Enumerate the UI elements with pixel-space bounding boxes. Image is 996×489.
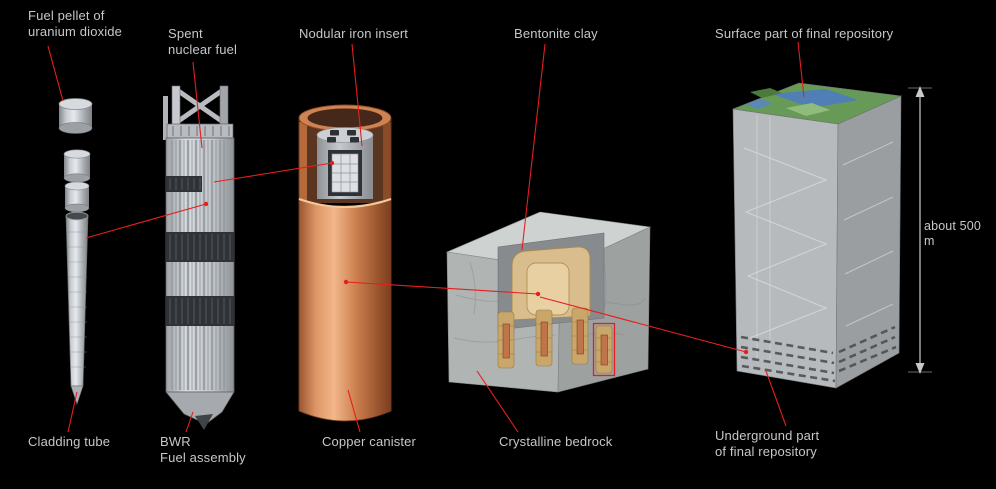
depth-arrow xyxy=(908,86,932,374)
label-copper-canister: Copper canister xyxy=(322,434,417,449)
label-spent-fuel: Spent nuclear fuel xyxy=(168,26,238,57)
label-cladding-tube: Cladding tube xyxy=(28,434,111,449)
connector-dots xyxy=(203,160,749,355)
surface-terrain-graphic xyxy=(731,82,903,125)
highlight-box xyxy=(592,322,616,377)
bedrock-graphic xyxy=(445,211,652,393)
label-bentonite: Bentonite clay xyxy=(514,26,598,41)
connector-lines xyxy=(47,41,805,433)
iron-insert-graphic xyxy=(316,127,374,199)
tunnel-grid-graphic xyxy=(740,325,897,383)
label-depth: about 500 m xyxy=(924,219,981,249)
label-iron-insert: Nodular iron insert xyxy=(299,26,409,41)
fuel-pellet-graphic xyxy=(58,98,93,134)
label-fuel-pellet: Fuel pellet of uranium dioxide xyxy=(28,8,123,39)
copper-canister-graphic xyxy=(298,104,392,422)
fuel-assembly-graphic xyxy=(163,85,235,430)
label-surface-repository: Surface part of final repository xyxy=(715,26,894,41)
label-crystalline-bedrock: Crystalline bedrock xyxy=(499,434,613,449)
repository-graphic xyxy=(731,82,903,389)
label-bwr-fuel-assembly: BWR Fuel assembly xyxy=(160,434,246,465)
cladding-tube-graphic xyxy=(63,149,91,405)
buried-canister-graphic xyxy=(526,262,570,316)
deposition-holes-graphic xyxy=(497,307,613,374)
label-underground-repository: Underground part of final repository xyxy=(715,428,820,459)
